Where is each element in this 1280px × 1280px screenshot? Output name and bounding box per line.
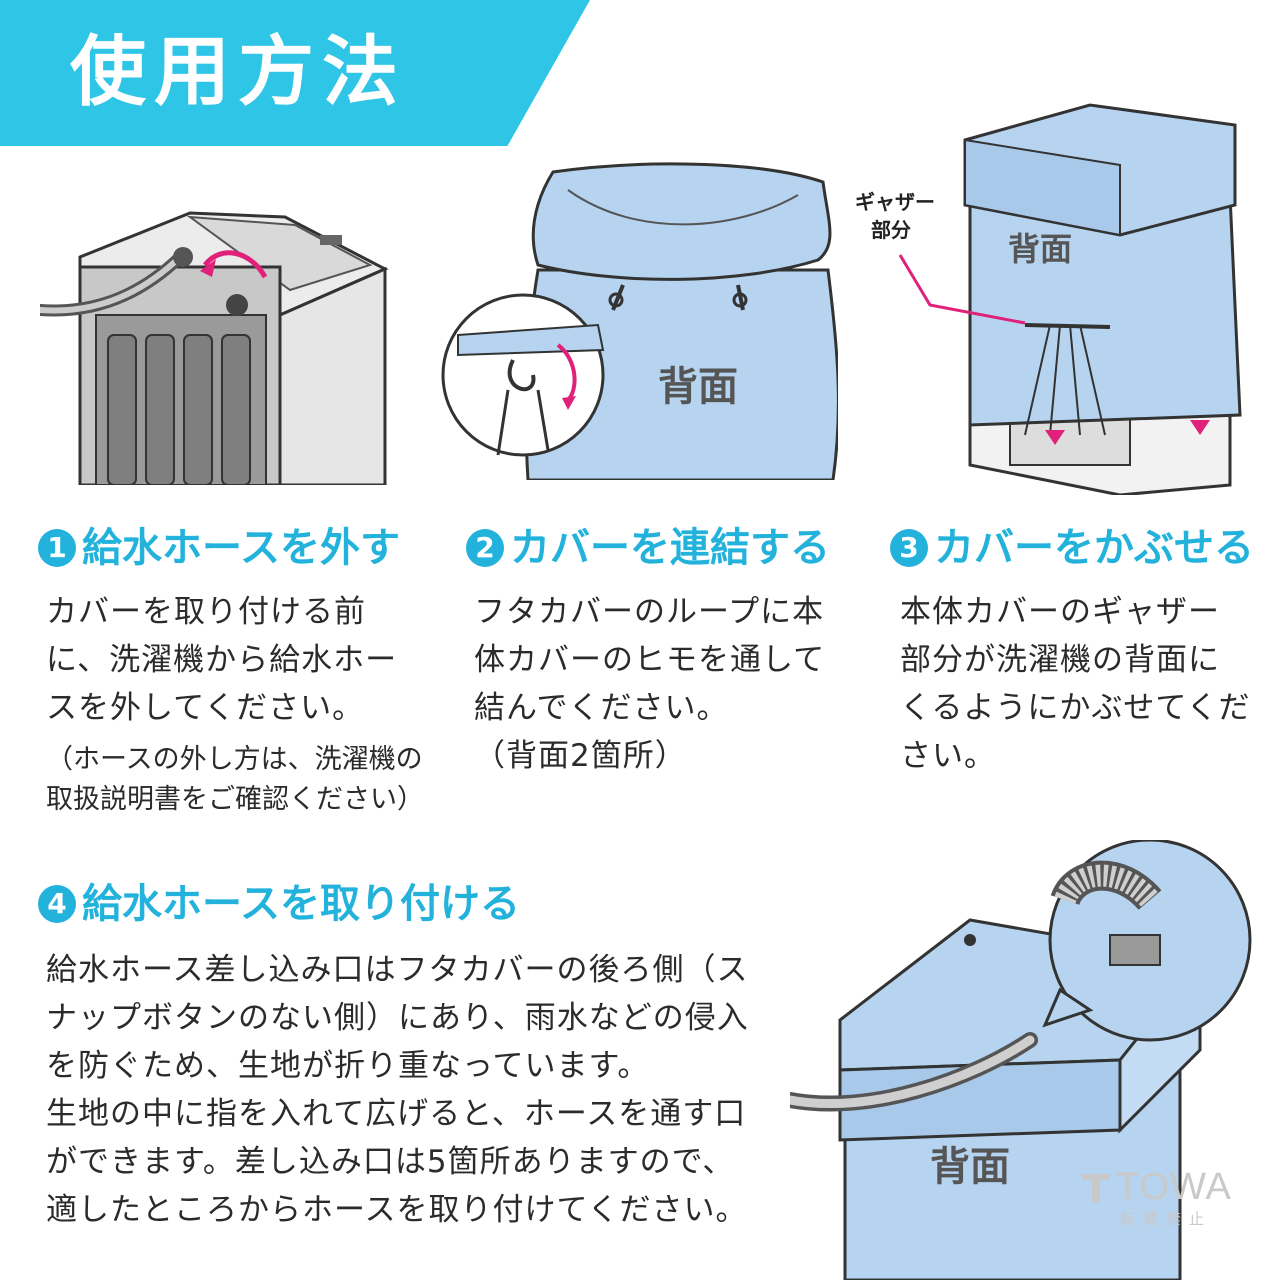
back-label: 背面 [1008, 230, 1072, 268]
back-label: 背面 [930, 1144, 1010, 1190]
gather-callout: ギャザー 部分 [855, 188, 935, 244]
step-2-body: フタカバーのループに本 体カバーのヒモを通して 結んでください。 （背面2箇所） [474, 588, 825, 780]
body-line: 体カバーのヒモを通して [474, 642, 826, 678]
callout-line: 部分 [871, 218, 911, 242]
note-line: 取扱説明書をご確認ください） [46, 784, 424, 815]
step-title-text: 給水ホースを取り付ける [82, 881, 520, 927]
body-line: ナップボタンのない側）にあり、雨水などの侵入 [46, 1000, 749, 1036]
hose-attach-illustration: 背面 [790, 840, 1252, 1280]
body-line: に、洗濯機から給水ホー [46, 642, 398, 678]
body-line: 給水ホース差し込み口はフタカバーの後ろ側（ス [46, 952, 749, 988]
step-number: 4 [38, 885, 76, 923]
page-title: 使用方法 [70, 27, 406, 116]
logo-subtext: 転載禁止 [1120, 1210, 1213, 1228]
step-number: 3 [890, 529, 928, 567]
body-line: （背面2箇所） [474, 738, 687, 774]
step-3-body: 本体カバーのギャザー 部分が洗濯機の背面に くるようにかぶせてくだ さい。 [900, 588, 1250, 780]
body-line: カバーを取り付ける前 [46, 594, 366, 630]
body-line: 結んでください。 [474, 690, 729, 726]
note-line: （ホースの外し方は、洗濯機の [46, 744, 423, 775]
title-banner [0, 0, 590, 146]
step-1-body: カバーを取り付ける前 に、洗濯機から給水ホー スを外してください。 （ホースの外… [46, 588, 424, 820]
cover-on-illustration: 背面 [898, 103, 1242, 495]
body-line: スを外してください。 [46, 690, 365, 726]
step-title-text: 給水ホースを外す [82, 525, 400, 571]
body-line: ができます。差し込み口は5箇所ありますので、 [46, 1144, 735, 1180]
cover-link-illustration: 背面 [441, 162, 838, 480]
logo-name: TOWA [1116, 1166, 1232, 1208]
body-line: 本体カバーのギャザー [900, 594, 1220, 630]
step-4-body: 給水ホース差し込み口はフタカバーの後ろ側（ス ナップボタンのない側）にあり、雨水… [46, 946, 749, 1234]
step-title-text: カバーをかぶせる [934, 525, 1254, 571]
body-line: さい。 [900, 738, 996, 774]
body-line: くるようにかぶせてくだ [900, 690, 1251, 726]
washing-machine-illustration [40, 211, 389, 485]
body-line: 適したところからホースを取り付けてください。 [46, 1192, 748, 1228]
towa-logo-icon [1082, 1174, 1110, 1202]
back-label: 背面 [658, 364, 738, 410]
callout-line: ギャザー [855, 190, 935, 214]
body-line: を防ぐため、生地が折り重なっています。 [46, 1048, 650, 1084]
body-line: 部分が洗濯機の背面に [900, 642, 1220, 678]
step-number: 2 [466, 529, 504, 567]
step-number: 1 [38, 529, 76, 567]
body-line: 生地の中に指を入れて広げると、ホースを通す口 [46, 1096, 747, 1132]
step-title-text: カバーを連結する [510, 525, 830, 571]
body-line: フタカバーのループに本 [474, 594, 825, 630]
